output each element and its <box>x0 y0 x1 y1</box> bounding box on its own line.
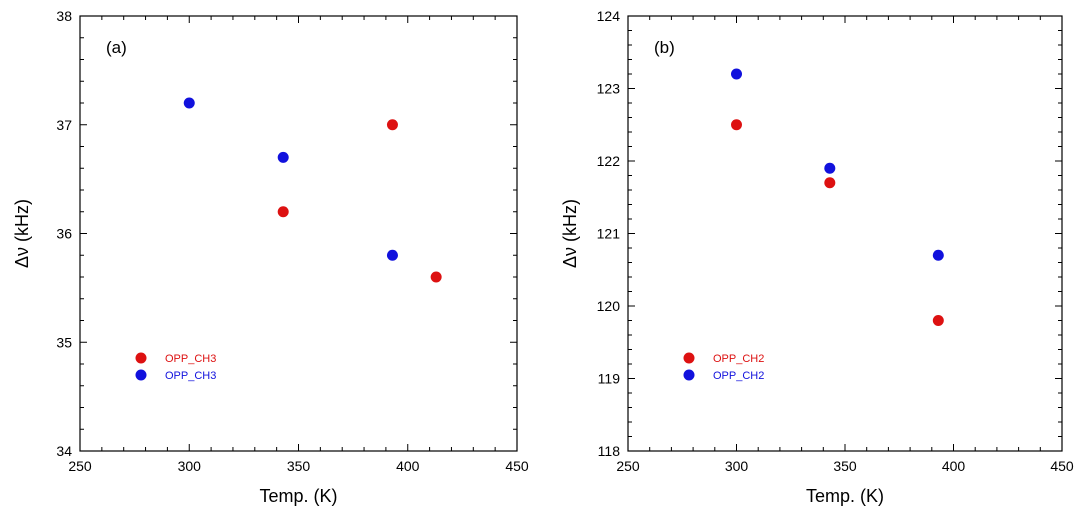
legend-label: OPP_CH3 <box>165 370 216 382</box>
data-point-series-2 <box>932 249 944 261</box>
data-point-series-1 <box>824 177 836 189</box>
data-point-series-1 <box>932 315 944 326</box>
x-tick-label: 400 <box>942 458 966 474</box>
legend-label: OPP_CH3 <box>165 353 216 365</box>
legend-label: OPP_CH2 <box>713 370 764 382</box>
panel-label: (b) <box>654 38 675 57</box>
y-tick-label: 120 <box>597 298 621 314</box>
data-point-series-1 <box>277 206 289 218</box>
y-tick-label: 122 <box>597 153 621 169</box>
data-point-series-1 <box>430 271 442 283</box>
data-point-series-2 <box>183 97 195 109</box>
x-tick-label: 350 <box>833 458 857 474</box>
x-tick-label: 450 <box>1050 458 1074 474</box>
x-tick-label: 250 <box>68 458 92 474</box>
y-tick-label: 34 <box>56 443 72 459</box>
x-tick-label: 250 <box>616 458 640 474</box>
x-tick-label: 400 <box>396 458 420 474</box>
legend-marker <box>683 352 695 364</box>
data-point-series-2 <box>731 68 742 80</box>
x-axis-title: Temp. (K) <box>259 486 337 506</box>
y-tick-label: 35 <box>56 334 72 350</box>
legend-marker <box>683 369 695 381</box>
y-tick-label: 37 <box>56 117 72 133</box>
data-point-series-2 <box>824 162 836 174</box>
y-tick-label: 123 <box>597 81 621 97</box>
panel-label: (a) <box>106 38 127 57</box>
legend-marker <box>135 369 147 381</box>
x-tick-label: 450 <box>505 458 529 474</box>
y-axis-title: Δν (kHz) <box>12 199 32 268</box>
plot-frame <box>627 15 1063 452</box>
y-tick-label: 36 <box>56 226 72 242</box>
x-tick-label: 300 <box>725 458 749 474</box>
x-axis-title: Temp. (K) <box>806 486 884 506</box>
y-tick-label: 124 <box>597 8 621 24</box>
x-tick-label: 350 <box>287 458 311 474</box>
y-tick-label: 118 <box>598 443 621 459</box>
y-tick-label: 38 <box>56 8 72 24</box>
legend-label: OPP_CH2 <box>713 353 764 365</box>
y-tick-label: 121 <box>597 226 621 242</box>
plot-frame <box>79 15 518 452</box>
chart-panel-2: 250 300 350 400 450 118 119 120 121 122 123 124Temp… <box>560 8 1074 506</box>
y-tick-label: 119 <box>598 371 621 387</box>
data-point-series-2 <box>386 249 398 261</box>
y-axis-title: Δν (kHz) <box>560 199 580 268</box>
data-point-series-1 <box>386 119 398 131</box>
x-tick-label: 300 <box>178 458 202 474</box>
legend-marker <box>135 352 147 364</box>
data-point-series-2 <box>277 151 289 163</box>
data-point-series-1 <box>731 119 742 131</box>
